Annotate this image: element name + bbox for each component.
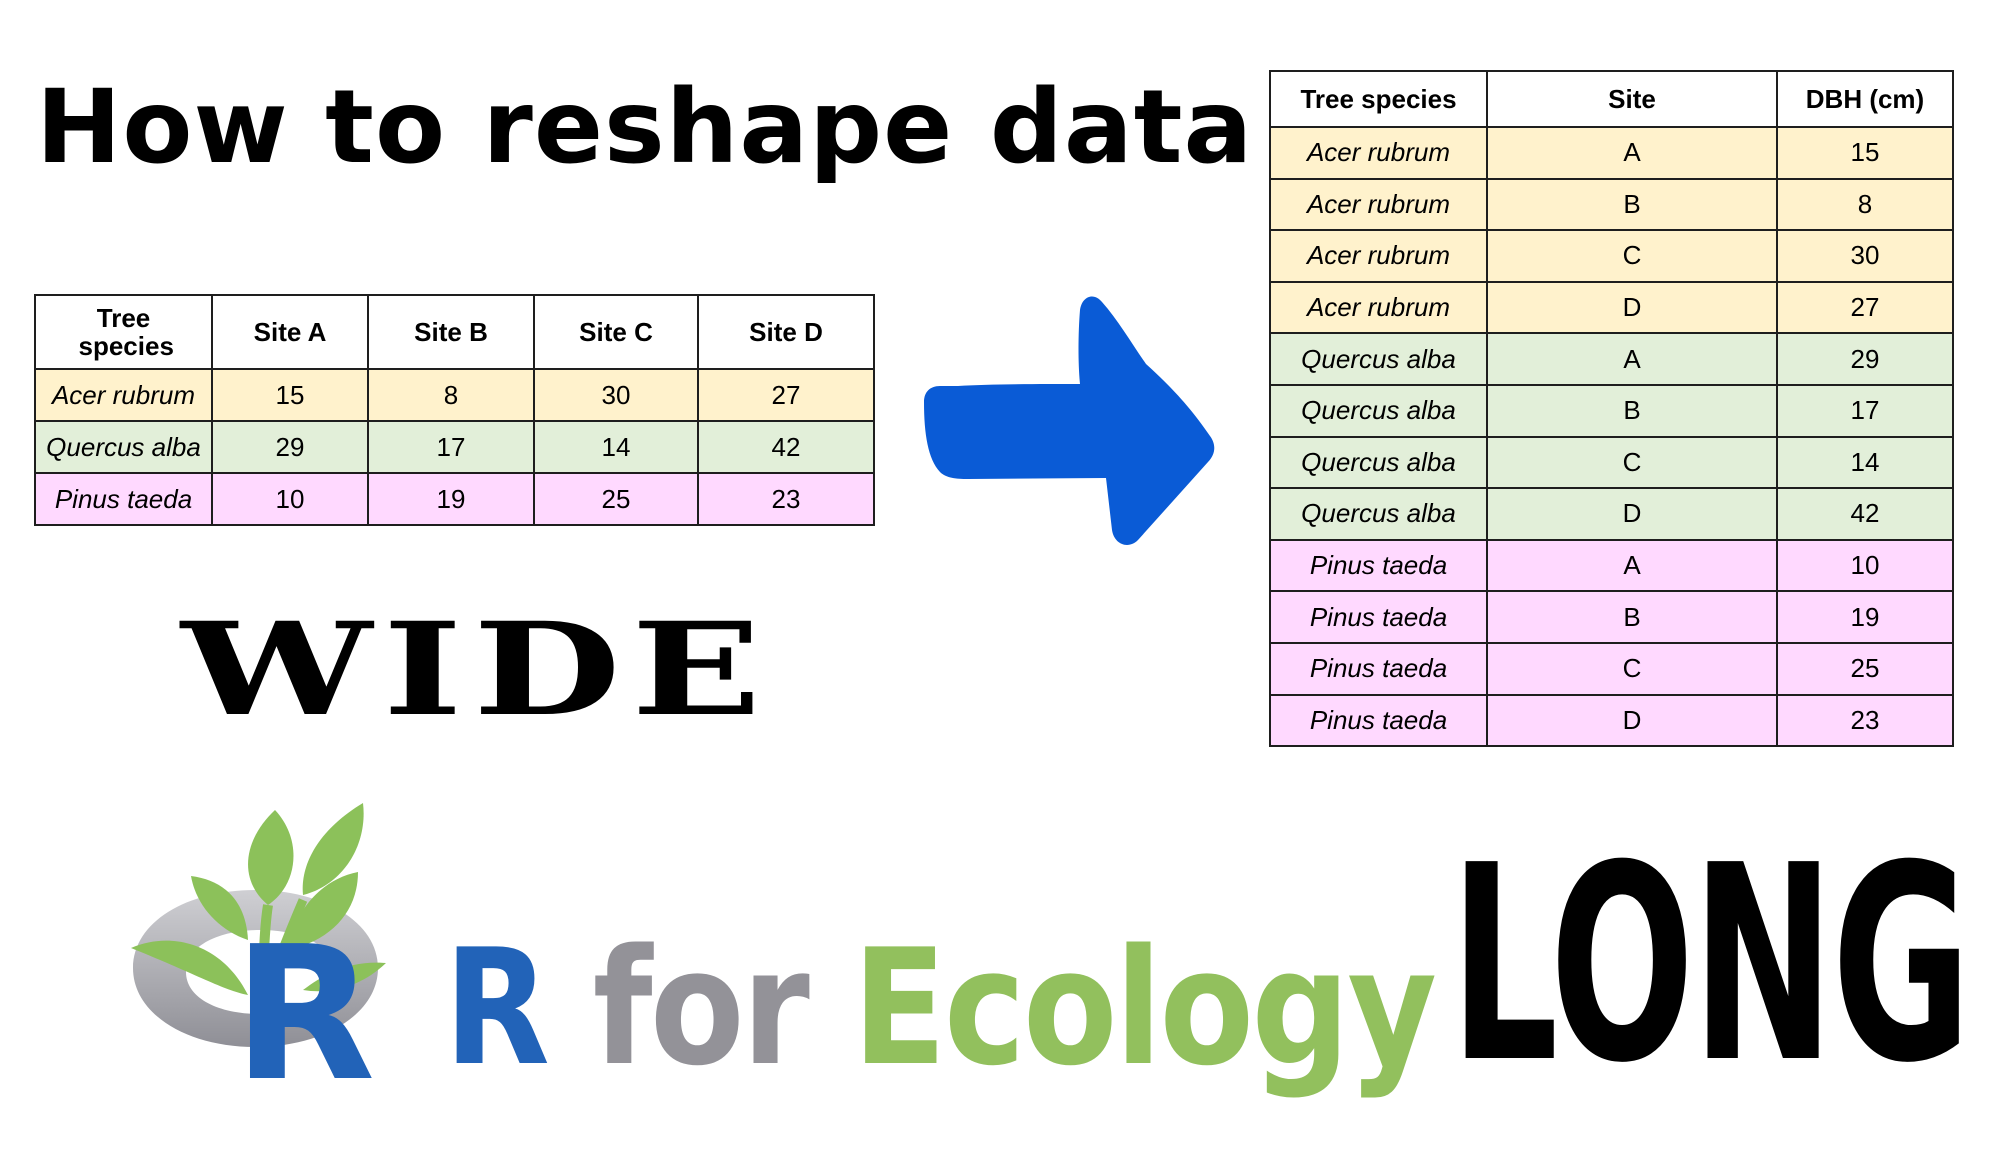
value-cell: 10 [211, 472, 369, 526]
table-row: Quercus alba 29 17 14 42 [34, 420, 875, 474]
brand-name: R for Ecology [444, 918, 1437, 1098]
header-site-d: Site D [697, 294, 875, 370]
value-cell: 15 [211, 368, 369, 422]
brand-ecology: Ecology [852, 914, 1438, 1101]
long-table-header-row: Tree species Site DBH (cm) [1269, 70, 1954, 128]
species-cell: Quercus alba [1269, 383, 1488, 438]
value-cell: 19 [367, 472, 535, 526]
dbh-cell: 42 [1776, 487, 1954, 541]
species-cell: Pinus taeda [1269, 590, 1488, 644]
species-cell: Quercus alba [1269, 332, 1488, 386]
species-cell: Acer rubrum [1269, 280, 1488, 335]
site-cell: A [1486, 126, 1778, 180]
site-cell: D [1486, 693, 1778, 748]
wide-label: WIDE [181, 595, 772, 745]
site-cell: C [1486, 229, 1778, 283]
right-arrow-icon [924, 296, 1215, 545]
header-dbh: DBH (cm) [1776, 70, 1954, 128]
leaves-icon [131, 803, 386, 995]
site-cell: C [1486, 435, 1778, 490]
dbh-cell: 23 [1776, 693, 1954, 748]
long-label: LONG [1450, 807, 1971, 1122]
svg-text:R: R [233, 906, 375, 1085]
species-cell: Pinus taeda [1269, 693, 1488, 748]
dbh-cell: 10 [1776, 538, 1954, 593]
header-tree-species: Tree species [1269, 70, 1488, 128]
species-cell: Quercus alba [1269, 487, 1488, 541]
site-cell: B [1486, 383, 1778, 438]
species-cell: Quercus alba [34, 420, 213, 474]
value-cell: 30 [533, 368, 699, 422]
dbh-cell: 8 [1776, 177, 1954, 232]
species-cell: Acer rubrum [1269, 126, 1488, 180]
site-cell: B [1486, 590, 1778, 644]
site-cell: D [1486, 280, 1778, 335]
header-site-b: Site B [367, 294, 535, 370]
species-cell: Pinus taeda [1269, 538, 1488, 593]
dbh-cell: 15 [1776, 126, 1954, 180]
value-cell: 8 [367, 368, 535, 422]
dbh-cell: 19 [1776, 590, 1954, 644]
species-cell: Acer rubrum [34, 368, 213, 422]
header-site-a: Site A [211, 294, 369, 370]
site-cell: C [1486, 641, 1778, 696]
value-cell: 17 [367, 420, 535, 474]
value-cell: 25 [533, 472, 699, 526]
value-cell: 27 [697, 368, 875, 422]
table-row: Pinus taeda 10 19 25 23 [34, 472, 875, 526]
wide-table-header-row: Tree species Site A Site B Site C Site D [34, 294, 875, 370]
species-cell: Acer rubrum [1269, 177, 1488, 232]
value-cell: 23 [697, 472, 875, 526]
header-tree-species: Tree species [34, 294, 213, 370]
dbh-cell: 17 [1776, 383, 1954, 438]
dbh-cell: 30 [1776, 229, 1954, 283]
species-cell: Acer rubrum [1269, 229, 1488, 283]
r-for-ecology-logo: R [131, 803, 386, 1085]
site-cell: A [1486, 538, 1778, 593]
dbh-cell: 25 [1776, 641, 1954, 696]
site-cell: A [1486, 332, 1778, 386]
table-row: Acer rubrum 15 8 30 27 [34, 368, 875, 422]
value-cell: 42 [697, 420, 875, 474]
value-cell: 14 [533, 420, 699, 474]
site-cell: B [1486, 177, 1778, 232]
wide-table: Tree species Site A Site B Site C Site D… [34, 294, 875, 526]
species-cell: Pinus taeda [34, 472, 213, 526]
header-site: Site [1486, 70, 1778, 128]
site-cell: D [1486, 487, 1778, 541]
dbh-cell: 14 [1776, 435, 1954, 490]
header-site-c: Site C [533, 294, 699, 370]
dbh-cell: 29 [1776, 332, 1954, 386]
brand-for: for [547, 914, 853, 1101]
species-cell: Pinus taeda [1269, 641, 1488, 696]
page-title: How to reshape data [36, 68, 1254, 187]
value-cell: 29 [211, 420, 369, 474]
brand-r: R [444, 914, 550, 1101]
dbh-cell: 27 [1776, 280, 1954, 335]
species-cell: Quercus alba [1269, 435, 1488, 490]
